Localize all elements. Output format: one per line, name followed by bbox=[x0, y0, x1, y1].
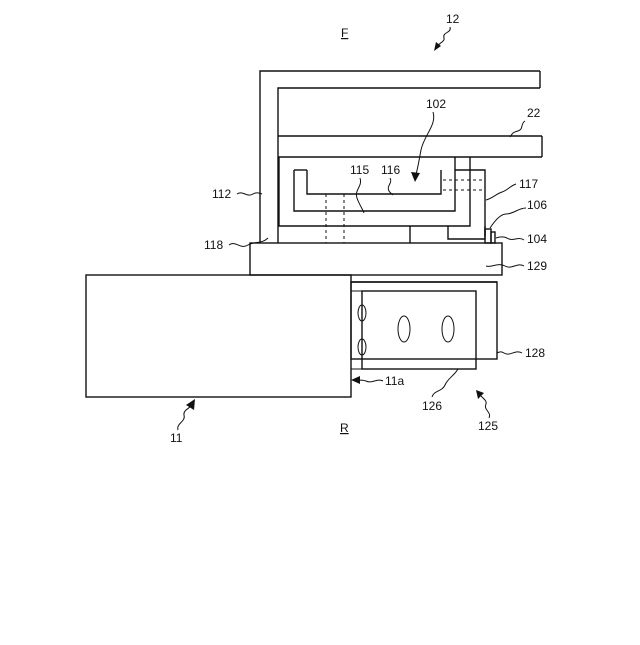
leader-22 bbox=[510, 121, 525, 137]
leader-11a bbox=[358, 380, 383, 382]
ref-128: 128 bbox=[525, 346, 545, 360]
ref-12: 12 bbox=[446, 12, 460, 26]
leader-118 bbox=[229, 238, 268, 246]
part-106 bbox=[448, 226, 485, 239]
arrowhead-11 bbox=[186, 399, 195, 410]
ref-117: 117 bbox=[519, 177, 538, 191]
ref-126: 126 bbox=[422, 399, 442, 413]
leader-117 bbox=[486, 184, 516, 200]
leader-11 bbox=[178, 406, 191, 430]
leader-116 bbox=[388, 178, 393, 195]
leader-102 bbox=[416, 112, 434, 174]
leader-128 bbox=[497, 352, 522, 354]
front-direction-label: F bbox=[341, 26, 348, 40]
ref-118: 118 bbox=[204, 238, 223, 252]
arrowhead-11a bbox=[351, 376, 360, 384]
arrowhead-102 bbox=[411, 172, 420, 182]
leader-12 bbox=[437, 27, 450, 46]
ref-11: 11 bbox=[170, 431, 183, 445]
hole-large-left bbox=[398, 316, 410, 342]
leader-126 bbox=[432, 369, 458, 397]
part-104 bbox=[485, 229, 491, 243]
ref-115: 115 bbox=[350, 163, 369, 177]
ref-106: 106 bbox=[527, 198, 547, 212]
leader-125 bbox=[481, 396, 490, 418]
ref-11a: 11a bbox=[385, 374, 404, 388]
leader-104 bbox=[496, 237, 524, 240]
ref-102: 102 bbox=[426, 97, 446, 111]
ref-125: 125 bbox=[478, 419, 498, 433]
ref-116: 116 bbox=[381, 163, 400, 177]
leader-106 bbox=[490, 208, 526, 228]
plate-129 bbox=[250, 243, 502, 275]
leader-115 bbox=[356, 178, 364, 213]
ref-112: 112 bbox=[212, 187, 231, 201]
inner-frame bbox=[278, 88, 540, 243]
rear-direction-label: R bbox=[340, 421, 349, 435]
body-11 bbox=[86, 275, 351, 397]
leader-129 bbox=[486, 265, 524, 268]
block-126 bbox=[362, 291, 476, 369]
ref-129: 129 bbox=[527, 259, 547, 273]
channel-middle bbox=[294, 157, 455, 211]
channel-inner-116 bbox=[307, 170, 441, 194]
ref-22: 22 bbox=[527, 106, 541, 120]
part-104-outer bbox=[491, 232, 495, 243]
ref-104: 104 bbox=[527, 232, 547, 246]
leader-112 bbox=[237, 193, 262, 195]
housing-128 bbox=[351, 282, 497, 359]
hole-large-right bbox=[442, 316, 454, 342]
